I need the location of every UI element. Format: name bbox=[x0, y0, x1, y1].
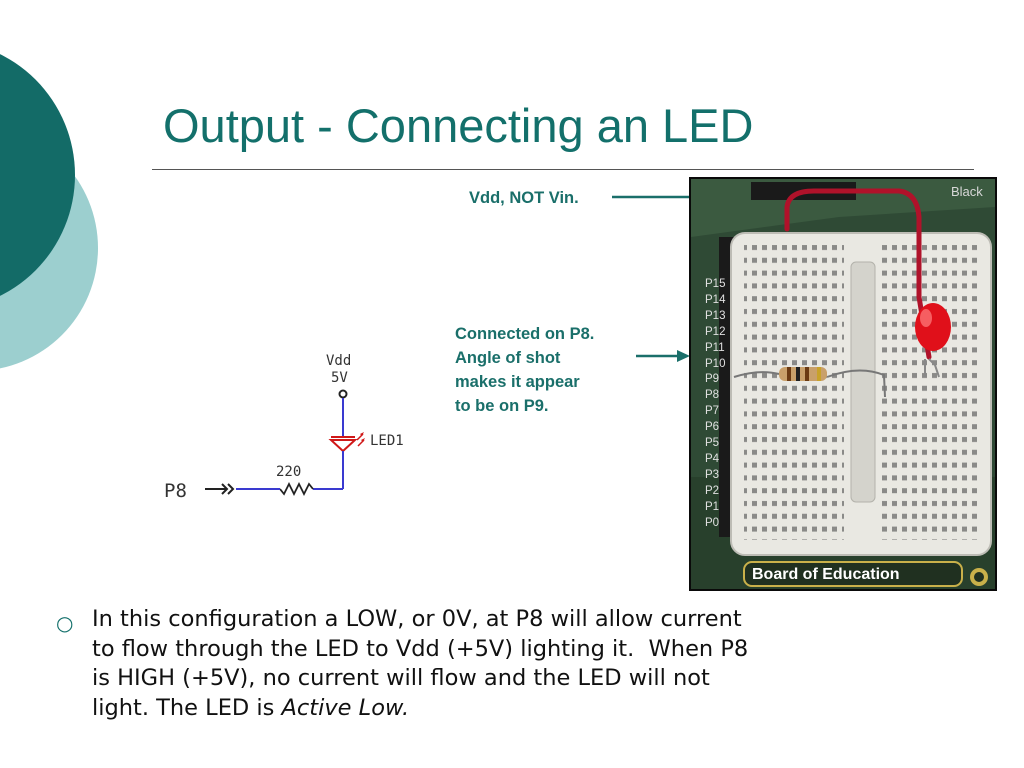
pin-label-text: P6 bbox=[705, 421, 719, 433]
red-led bbox=[915, 303, 951, 351]
pin-label-text: P1 bbox=[705, 501, 719, 513]
resistor-leads bbox=[733, 369, 886, 398]
body-paragraph: In this configuration a LOW, or 0V, at P… bbox=[92, 605, 922, 723]
p8-annotation: Connected on P8. Angle of shot makes it … bbox=[455, 322, 645, 418]
body-last-prefix: light. The LED is bbox=[92, 694, 282, 721]
led-label: LED1 bbox=[370, 433, 404, 449]
p8-arrow bbox=[636, 350, 690, 362]
pin-connector-icon bbox=[205, 483, 235, 495]
pin-label-text: P14 bbox=[705, 294, 726, 306]
vdd-annotation: Vdd, NOT Vin. bbox=[469, 189, 579, 207]
p8-annotation-line: Connected on P8. bbox=[455, 325, 595, 343]
p8-annotation-line: makes it appear bbox=[455, 373, 580, 391]
pin-label-text: P11 bbox=[705, 342, 725, 354]
led-symbol bbox=[328, 432, 365, 453]
slide-title: Output - Connecting an LED bbox=[163, 99, 754, 152]
active-low-emphasis: Active Low. bbox=[281, 694, 410, 721]
pin-label-text: P13 bbox=[705, 310, 725, 322]
resistor bbox=[779, 367, 827, 381]
vdd-label: Vdd bbox=[326, 353, 351, 369]
pin-labels: P15 P14 P13 P12 P11 P10 P9 P8 P7 P6 P5 P… bbox=[705, 278, 726, 529]
body-line-last: light. The LED is Active Low. bbox=[92, 694, 922, 724]
pin-label-text: P9 bbox=[705, 373, 719, 385]
pin-label-text: P15 bbox=[705, 278, 725, 290]
pin-label-text: P12 bbox=[705, 326, 725, 338]
red-jumper-wire bbox=[784, 188, 932, 360]
board-label: Board of Education bbox=[752, 566, 900, 583]
body-line: is HIGH (+5V), no current will flow and … bbox=[92, 665, 710, 691]
resistor-label: 220 bbox=[276, 464, 301, 480]
pin-label-text: P4 bbox=[705, 453, 720, 465]
resistor-symbol bbox=[279, 481, 314, 497]
pin-label-text: P0 bbox=[705, 517, 719, 529]
breadboard-photo: Black P15 P14 P13 P12 P11 P10 P9 P8 P7 P… bbox=[689, 177, 997, 591]
hollow-circle-bullet-icon: ○ bbox=[56, 611, 74, 635]
p8-annotation-line: to be on P9. bbox=[455, 397, 549, 415]
pin-label-text: P7 bbox=[705, 405, 719, 417]
pin-label-text: P8 bbox=[705, 389, 719, 401]
pin-label-text: P10 bbox=[705, 358, 725, 370]
pin-label-text: P2 bbox=[705, 485, 719, 497]
vdd-voltage-label: 5V bbox=[331, 370, 348, 386]
title-divider bbox=[152, 169, 974, 170]
body-line: to flow through the LED to Vdd (+5V) lig… bbox=[92, 635, 749, 662]
pin-label: P8 bbox=[164, 480, 187, 502]
vdd-terminal bbox=[338, 389, 348, 399]
corner-label: Black bbox=[951, 184, 983, 199]
pin-label-text: P5 bbox=[705, 437, 719, 449]
body-line: In this configuration a LOW, or 0V, at P… bbox=[92, 606, 742, 632]
p8-annotation-line: Angle of shot bbox=[455, 349, 561, 367]
pin-label-text: P3 bbox=[705, 469, 719, 481]
